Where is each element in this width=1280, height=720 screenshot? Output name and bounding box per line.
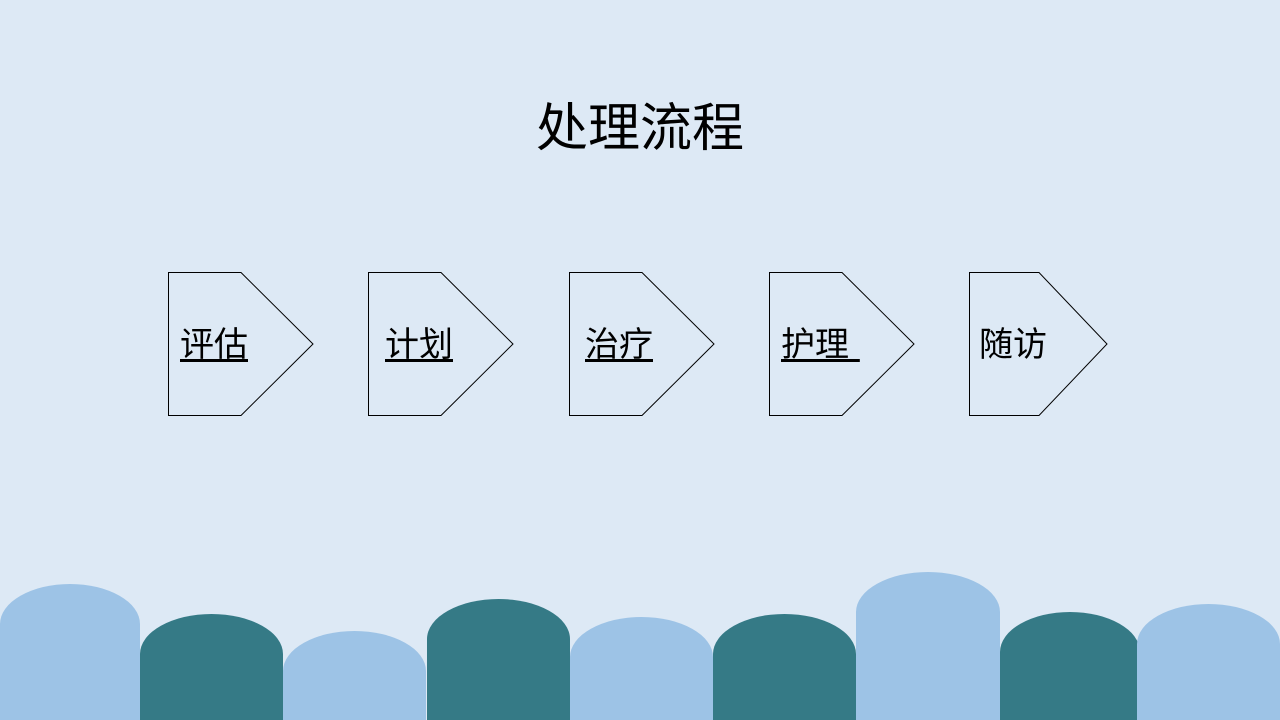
- pentagon-arrow-shape: [769, 272, 915, 416]
- hill-shape: [713, 614, 856, 720]
- step-label-treat-link[interactable]: 治疗: [585, 325, 653, 365]
- pentagon-arrow-shape: [969, 272, 1108, 416]
- hill-shape: [140, 614, 283, 720]
- step-follow-up: [969, 272, 1115, 416]
- hill-shape: [570, 617, 713, 720]
- step-label-plan-link[interactable]: 计划: [385, 325, 453, 365]
- slide-title: 处理流程: [535, 99, 744, 159]
- step-label-follow-up: 随访: [979, 325, 1047, 365]
- decorative-hills: [0, 572, 1280, 720]
- pentagon-arrow-shape: [368, 272, 514, 416]
- hill-shape: [1137, 604, 1280, 720]
- step-care: [769, 272, 915, 416]
- hill-shape: [0, 584, 140, 720]
- pentagon-arrow-shape: [569, 272, 715, 416]
- step-plan: [368, 272, 514, 416]
- step-label-assess-link[interactable]: 评估: [180, 325, 248, 365]
- step-assess: [168, 272, 314, 416]
- hill-shape: [283, 631, 426, 720]
- hill-shape: [1000, 612, 1140, 720]
- pentagon-arrow-shape: [168, 272, 314, 416]
- step-treat: [569, 272, 715, 416]
- step-label-care-link[interactable]: 护理: [781, 325, 860, 365]
- hill-shape: [427, 599, 570, 720]
- hill-shape: [856, 572, 1000, 720]
